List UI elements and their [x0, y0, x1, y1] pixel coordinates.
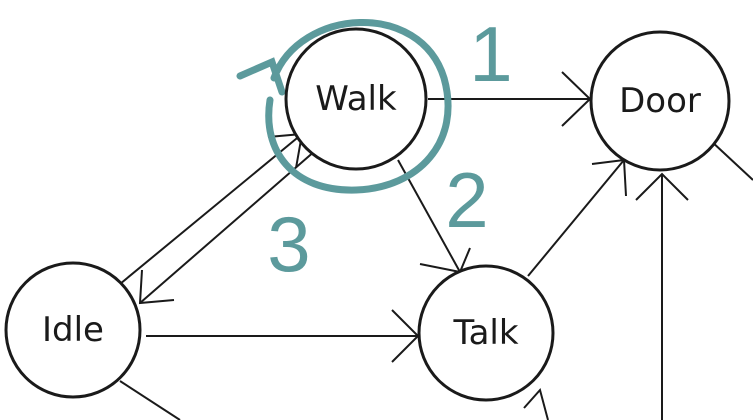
- node-idle: Idle: [4, 261, 142, 399]
- node-door: Door: [589, 30, 731, 172]
- self-loop-arrowhead: [236, 57, 286, 96]
- annotation-layer: [236, 19, 452, 194]
- idle-node-label: Idle: [42, 310, 104, 350]
- edge-door-offscreen: [709, 139, 753, 181]
- annotation-number-2: 2: [445, 156, 488, 244]
- idle-node-circle: [4, 261, 142, 399]
- self-loop-annotation: [265, 19, 452, 194]
- edges: [119, 71, 753, 420]
- door-node-label: Door: [619, 81, 701, 121]
- talk-node-label: Talk: [452, 313, 518, 353]
- door-node-circle: [589, 30, 731, 172]
- arrowhead-walk-idle: [138, 269, 175, 305]
- arrowhead-offscreen-talk: [523, 387, 549, 420]
- annotation-number-1: 1: [469, 10, 512, 98]
- edge-idle-offscreen: [119, 380, 181, 420]
- talk-node-circle: [417, 264, 555, 402]
- walk-node-circle: [284, 27, 428, 171]
- walk-node-label: Walk: [315, 79, 397, 119]
- edge-walk-idle: [139, 149, 317, 304]
- arrowhead-bottom-door: [635, 172, 689, 201]
- edge-idle-walk: [119, 133, 303, 285]
- edge-talk-door: [527, 159, 625, 277]
- node-talk: Talk: [417, 264, 555, 402]
- node-walk: Walk: [284, 27, 428, 171]
- annotation-number-3: 3: [267, 200, 310, 288]
- arrowhead-walk-talk: [419, 247, 471, 274]
